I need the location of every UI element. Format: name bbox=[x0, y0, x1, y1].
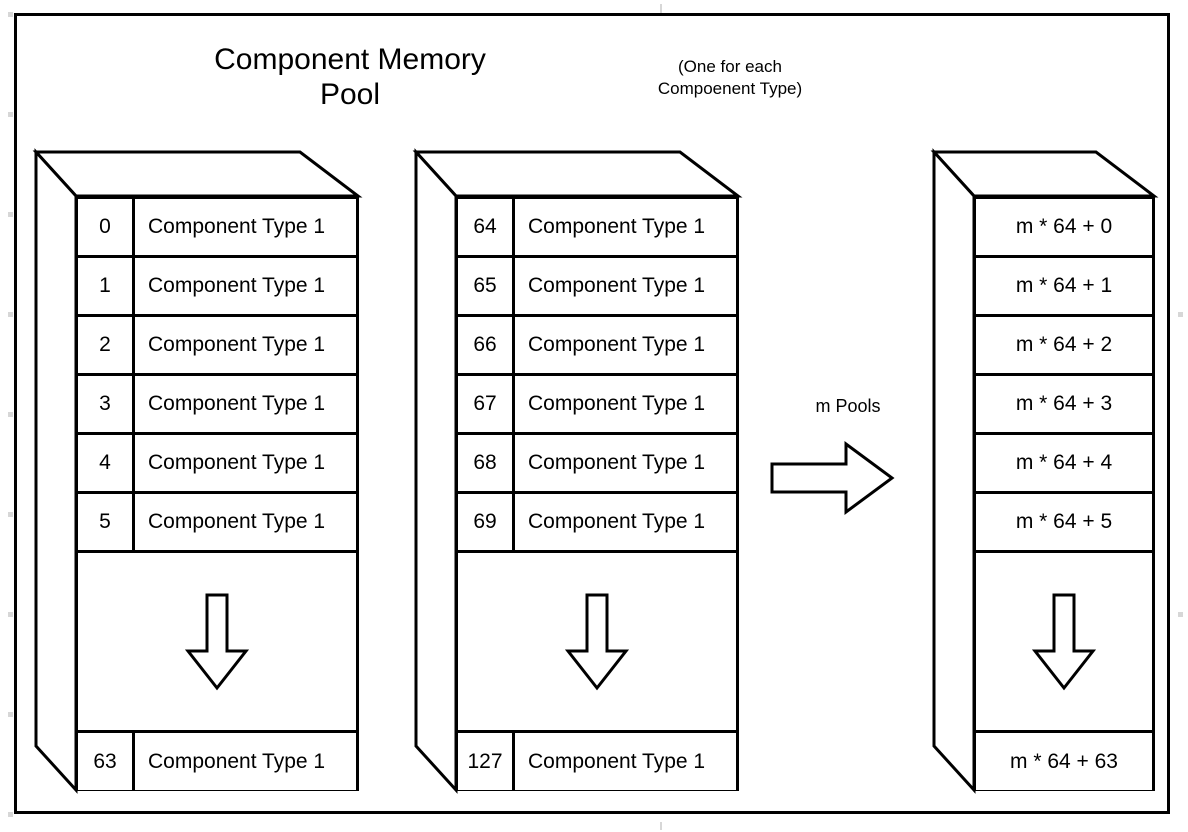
table-row: 2 Component Type 1 bbox=[78, 317, 356, 376]
table-row: 65 Component Type 1 bbox=[458, 258, 736, 317]
row-index: 68 bbox=[458, 435, 515, 491]
pool-m-table: m * 64 + 0 m * 64 + 1 m * 64 + 2 m * 64 … bbox=[973, 196, 1155, 791]
table-row: 3 Component Type 1 bbox=[78, 376, 356, 435]
row-label: Component Type 1 bbox=[528, 451, 706, 474]
row-label: Component Type 1 bbox=[528, 215, 706, 238]
pool-1-gap-row bbox=[78, 553, 356, 733]
arrow-down-icon bbox=[1031, 593, 1097, 690]
page-title-line-2: Pool bbox=[319, 78, 381, 112]
pool-1-3d-shell bbox=[32, 148, 363, 794]
registration-tick bbox=[1178, 312, 1183, 317]
arrow-down-icon bbox=[564, 593, 630, 690]
row-index: 3 bbox=[78, 376, 135, 432]
registration-tick bbox=[660, 4, 662, 16]
row-label: m * 64 + 4 bbox=[1015, 451, 1113, 474]
row-label: m * 64 + 63 bbox=[1010, 749, 1118, 773]
row-label: m * 64 + 5 bbox=[1015, 510, 1113, 533]
row-index: 4 bbox=[78, 435, 135, 491]
table-row: 127 Component Type 1 bbox=[458, 733, 736, 790]
row-label: Component Type 1 bbox=[528, 274, 706, 297]
row-label: m * 64 + 0 bbox=[1015, 215, 1113, 238]
table-row: m * 64 + 0 bbox=[976, 199, 1152, 258]
pool-m-left-face bbox=[932, 148, 976, 794]
row-label: Component Type 1 bbox=[148, 274, 326, 297]
pool-2-left-face bbox=[414, 148, 458, 794]
pool-m-gap-row bbox=[976, 553, 1152, 733]
table-row: 0 Component Type 1 bbox=[78, 199, 356, 258]
registration-tick bbox=[8, 412, 13, 417]
row-label: Component Type 1 bbox=[528, 392, 706, 415]
registration-tick bbox=[1178, 612, 1183, 617]
table-row: 1 Component Type 1 bbox=[78, 258, 356, 317]
table-row: 67 Component Type 1 bbox=[458, 376, 736, 435]
row-label: m * 64 + 1 bbox=[1015, 274, 1113, 297]
table-row: m * 64 + 1 bbox=[976, 258, 1152, 317]
row-index: 2 bbox=[78, 317, 135, 373]
row-label: Component Type 1 bbox=[148, 215, 326, 238]
row-label: Component Type 1 bbox=[148, 451, 326, 474]
pool-1-table: 0 Component Type 1 1 Component Type 1 2 … bbox=[75, 196, 359, 791]
row-index: 66 bbox=[458, 317, 515, 373]
table-row: 5 Component Type 1 bbox=[78, 494, 356, 553]
row-index: 65 bbox=[458, 258, 515, 314]
row-label: Component Type 1 bbox=[148, 749, 326, 773]
arrow-down-icon bbox=[184, 593, 250, 690]
registration-tick bbox=[8, 112, 13, 117]
table-row: m * 64 + 63 bbox=[976, 733, 1152, 790]
row-label: m * 64 + 3 bbox=[1015, 392, 1113, 415]
page-title-line-1: Component Memory bbox=[214, 43, 486, 76]
table-row: 68 Component Type 1 bbox=[458, 435, 736, 494]
registration-tick bbox=[8, 12, 13, 17]
row-index: 64 bbox=[458, 199, 515, 255]
row-label: Component Type 1 bbox=[528, 510, 706, 533]
table-row: 4 Component Type 1 bbox=[78, 435, 356, 494]
pool-1-left-face bbox=[34, 148, 78, 794]
row-index: 67 bbox=[458, 376, 515, 432]
table-row: m * 64 + 5 bbox=[976, 494, 1152, 553]
registration-tick bbox=[660, 822, 662, 830]
table-row: 69 Component Type 1 bbox=[458, 494, 736, 553]
registration-tick bbox=[8, 512, 13, 517]
page-subtitle-line-2: Compoenent Type) bbox=[657, 78, 803, 98]
pool-1-top-face bbox=[32, 150, 363, 198]
registration-tick bbox=[8, 812, 13, 817]
page-title: Component Memory Pool bbox=[140, 42, 560, 113]
pool-2-3d-shell bbox=[412, 148, 743, 794]
row-label: m * 64 + 2 bbox=[1015, 333, 1113, 356]
row-index: 1 bbox=[78, 258, 135, 314]
row-index: 0 bbox=[78, 199, 135, 255]
row-label: Component Type 1 bbox=[148, 333, 326, 356]
row-label: Component Type 1 bbox=[148, 510, 326, 533]
arrow-right-icon bbox=[770, 441, 895, 515]
table-row: m * 64 + 3 bbox=[976, 376, 1152, 435]
m-pools-label: m Pools bbox=[815, 396, 881, 416]
page-subtitle: (One for each Compoenent Type) bbox=[580, 56, 880, 100]
row-index: 63 bbox=[78, 733, 135, 790]
table-row: 63 Component Type 1 bbox=[78, 733, 356, 790]
table-row: 64 Component Type 1 bbox=[458, 199, 736, 258]
row-index: 5 bbox=[78, 494, 135, 550]
registration-tick bbox=[8, 312, 13, 317]
table-row: 66 Component Type 1 bbox=[458, 317, 736, 376]
pool-2-table: 64 Component Type 1 65 Component Type 1 … bbox=[455, 196, 739, 791]
row-label: Component Type 1 bbox=[148, 392, 326, 415]
row-index: 127 bbox=[458, 733, 515, 790]
registration-tick bbox=[8, 712, 13, 717]
row-label: Component Type 1 bbox=[528, 333, 706, 356]
pool-2-top-face bbox=[412, 150, 743, 198]
page-subtitle-line-1: (One for each bbox=[678, 57, 782, 76]
table-row: m * 64 + 2 bbox=[976, 317, 1152, 376]
row-index: 69 bbox=[458, 494, 515, 550]
pool-2-gap-row bbox=[458, 553, 736, 733]
registration-tick bbox=[8, 612, 13, 617]
registration-tick bbox=[8, 212, 13, 217]
row-label: Component Type 1 bbox=[528, 749, 706, 773]
table-row: m * 64 + 4 bbox=[976, 435, 1152, 494]
